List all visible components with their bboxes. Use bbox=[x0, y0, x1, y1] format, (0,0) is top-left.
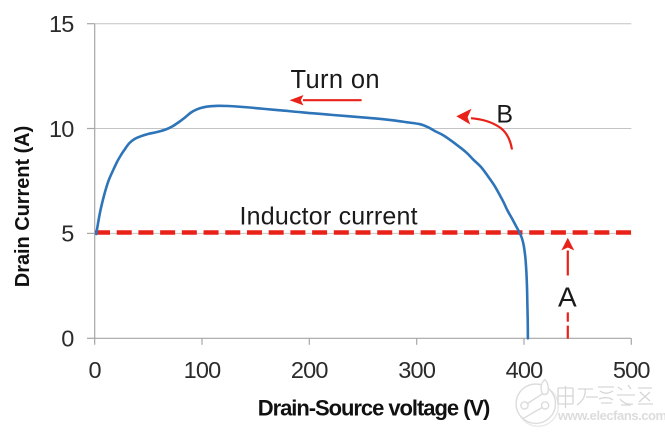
svg-text:400: 400 bbox=[506, 357, 544, 383]
svg-text:5: 5 bbox=[61, 221, 74, 247]
svg-text:15: 15 bbox=[49, 11, 74, 37]
svg-text:10: 10 bbox=[49, 116, 74, 142]
svg-text:Drain-Source voltage (V): Drain-Source voltage (V) bbox=[258, 396, 490, 421]
svg-text:0: 0 bbox=[61, 326, 74, 352]
svg-text:Turn on: Turn on bbox=[291, 66, 380, 94]
svg-text:100: 100 bbox=[184, 357, 222, 383]
svg-text:B: B bbox=[496, 101, 513, 129]
svg-text:Inductor current: Inductor current bbox=[240, 203, 418, 231]
svg-text:A: A bbox=[558, 281, 577, 312]
svg-text:200: 200 bbox=[291, 357, 329, 383]
svg-text:300: 300 bbox=[398, 357, 436, 383]
svg-text:0: 0 bbox=[89, 357, 102, 383]
svg-text:500: 500 bbox=[613, 357, 651, 383]
svg-text:www.elecfans.com: www.elecfans.com bbox=[557, 408, 665, 423]
svg-text:Drain Current (A): Drain Current (A) bbox=[12, 126, 34, 287]
